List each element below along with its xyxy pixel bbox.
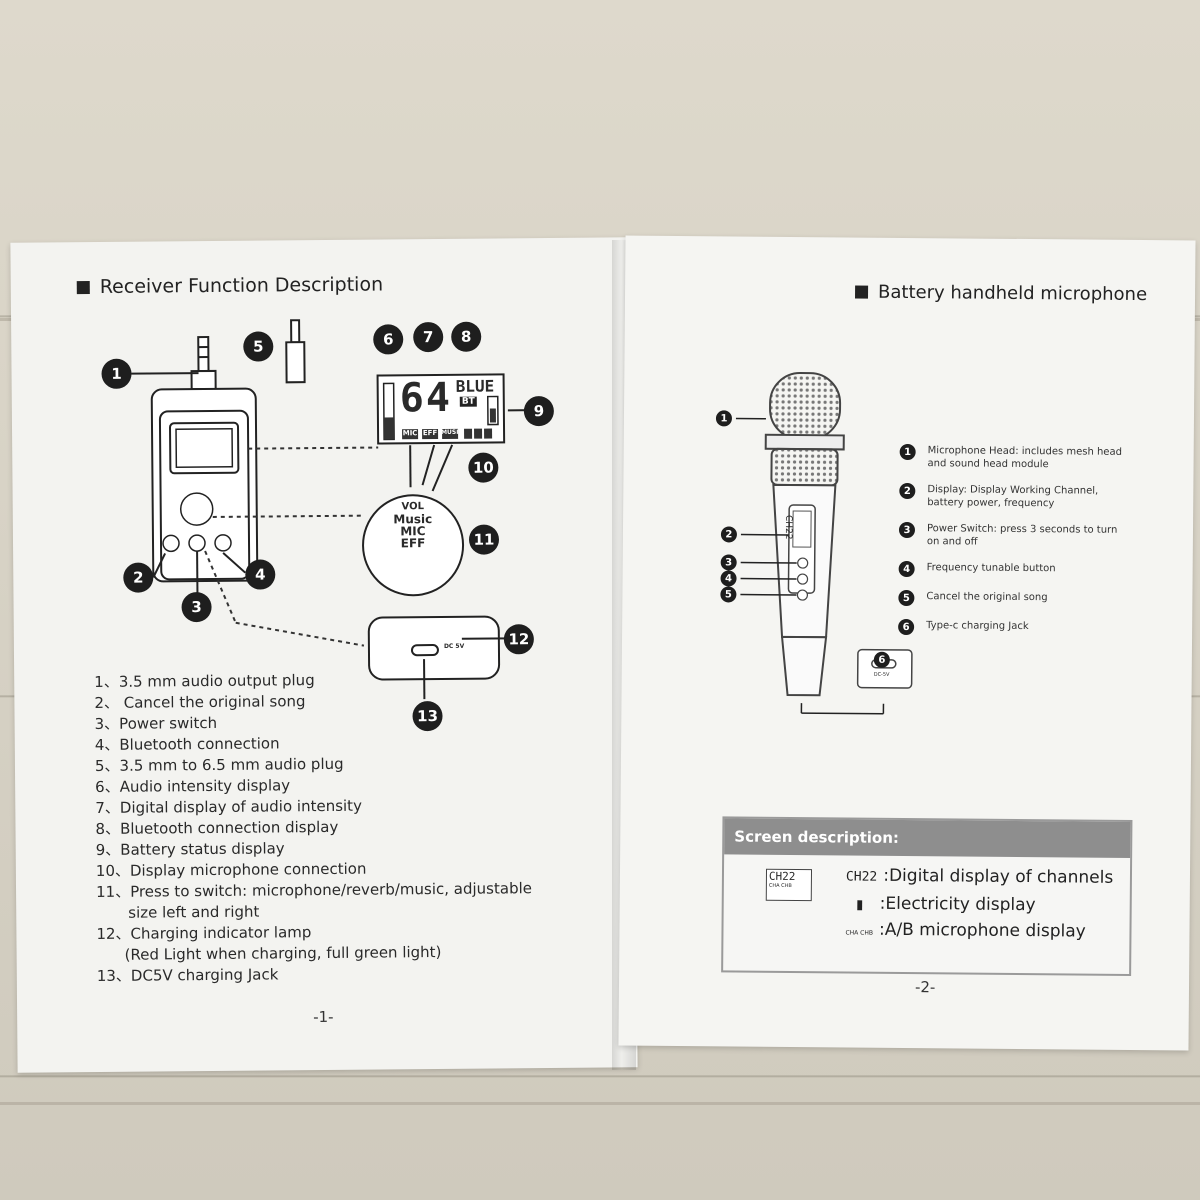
mic-callout-1: 1 (715, 410, 733, 427)
screen-icon-sub: CHA CHB (768, 882, 792, 890)
callout-12: 12 (503, 624, 535, 655)
callout-4: 4 (245, 559, 276, 590)
knob-eff-label: EFF (400, 536, 426, 551)
legend-text: Microphone Head: includes mesh head and … (927, 445, 1123, 471)
lcd-digits: 64 (399, 374, 453, 422)
callout-3: 3 (181, 591, 212, 623)
receiver-feature-list: 1、3.5 mm audio output plug 2、 Cancel the… (94, 668, 533, 987)
legend-number: 6 (898, 618, 915, 636)
callout-11: 11 (468, 524, 500, 555)
lcd-eff-label: EFF (422, 429, 438, 438)
bullet-square (76, 280, 90, 294)
receiver-diagram (131, 319, 532, 702)
microphone-legend: 1 Microphone Head: includes mesh head and… (898, 443, 1128, 650)
screen-description-box: Screen description: CH22 CHA CHB CH22 :Di… (721, 816, 1133, 976)
mic-callout-6: 6 (873, 651, 890, 668)
screen-icon-text: CH22 (768, 869, 796, 884)
left-page: Receiver Function Description (10, 237, 638, 1073)
mic-callout-4: 4 (720, 570, 737, 587)
legend-number: 5 (898, 589, 915, 607)
legend-text: Cancel the original song (926, 591, 1048, 604)
right-page: Battery handheld microphone CH22 DC-5V (618, 235, 1196, 1051)
legend-row: 4 Frequency tunable button (898, 560, 1127, 579)
microphone-heading-text: Battery handheld microphone (877, 281, 1148, 306)
mic-callout-3: 3 (720, 554, 737, 571)
legend-text: Display: Display Working Channel, batter… (927, 484, 1099, 510)
lcd-music-label: MUSIC (441, 428, 463, 436)
microphone-diagram (735, 372, 913, 715)
receiver-dc-label: DC 5V (443, 642, 465, 650)
mic-dc-label: DC-5V (873, 671, 890, 678)
knob-labels: VOL Music MIC EFF (365, 501, 461, 550)
list-item: 11、Press to switch: microphone/reverb/mu… (95, 879, 533, 901)
screen-description-title: Screen description: (724, 818, 1131, 858)
lcd-mic-label: MIC (402, 429, 418, 438)
callout-2: 2 (123, 562, 154, 593)
screen-row-channels: CH22 :Digital display of channels (845, 865, 1114, 888)
legend-number: 2 (899, 482, 916, 500)
page-number-right: -2- (914, 978, 936, 997)
screen-icon-box: CH22 CHA CHB (765, 868, 813, 902)
mic-callout-2: 2 (720, 526, 738, 543)
screen-row-text: :A/B microphone display (878, 919, 1086, 942)
screen-row-text: :Digital display of channels (883, 865, 1114, 888)
legend-text: Type-c charging Jack (926, 620, 1029, 633)
callout-1: 1 (101, 358, 132, 389)
mic-display-text: CH22 (782, 514, 794, 540)
legend-number: 1 (899, 443, 916, 461)
callout-7: 7 (413, 321, 444, 353)
lcd-bt-label: BT (459, 396, 477, 407)
legend-text: Power Switch: press 3 seconds to turn on… (926, 523, 1118, 548)
callout-5: 5 (243, 331, 274, 362)
legend-row: 3 Power Switch: press 3 seconds to turn o… (898, 521, 1127, 550)
screen-row-ab: CHA CHB :A/B microphone display (845, 919, 1086, 942)
screen-row-electricity: ▮ :Electricity display (846, 893, 1036, 915)
lcd-blue-label: BLUE (455, 376, 495, 396)
page-number-left: -1- (313, 1007, 334, 1027)
battery-icon: ▮ (856, 897, 864, 913)
callout-10: 10 (468, 452, 499, 483)
receiver-heading: Receiver Function Description (76, 273, 384, 298)
floor-plank-seam (0, 1102, 1200, 1105)
cha-chb-icon: CHA CHB (845, 929, 874, 937)
callout-8: 8 (451, 321, 482, 352)
bullet-square (855, 285, 869, 299)
legend-text: Frequency tunable button (926, 562, 1056, 575)
mic-callout-5: 5 (720, 586, 737, 603)
legend-number: 4 (898, 560, 915, 578)
callout-6: 6 (373, 324, 404, 355)
channel-digits-icon: CH22 (845, 869, 878, 885)
legend-row: 5 Cancel the original song (898, 589, 1126, 608)
legend-number: 3 (898, 521, 916, 539)
microphone-heading: Battery handheld microphone (855, 281, 1148, 306)
list-item: 13、DC5V charging Jack (96, 965, 279, 985)
screen-row-text: :Electricity display (879, 893, 1036, 916)
callout-9: 9 (523, 395, 555, 427)
legend-row: 6 Type-c charging Jack (898, 618, 1126, 637)
legend-row: 1 Microphone Head: includes mesh head and… (899, 443, 1128, 472)
receiver-heading-text: Receiver Function Description (99, 273, 384, 298)
legend-row: 2 Display: Display Working Channel, batte… (899, 482, 1127, 511)
